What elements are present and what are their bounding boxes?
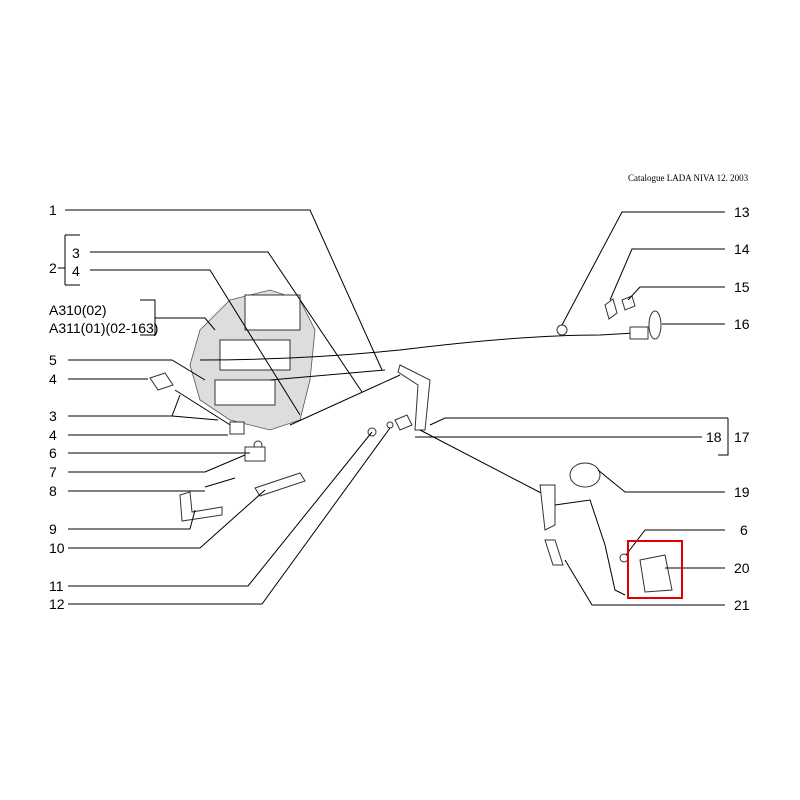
cable-end-16 (629, 310, 662, 340)
sleeve (229, 421, 245, 435)
label-2[interactable]: 2 (49, 260, 57, 276)
bolt-4 (149, 372, 174, 391)
label-10[interactable]: 10 (49, 540, 65, 556)
clip-14 (604, 298, 618, 320)
label-19[interactable]: 19 (734, 484, 750, 500)
label-4[interactable]: 4 (49, 427, 57, 443)
label-9[interactable]: 9 (49, 521, 57, 537)
label-3[interactable]: 3 (72, 245, 80, 261)
label-a310[interactable]: A310(02) (49, 302, 107, 318)
label-14[interactable]: 14 (734, 241, 750, 257)
lever-10 (254, 472, 306, 497)
label-20[interactable]: 20 (734, 560, 750, 576)
clip-18 (394, 414, 413, 431)
label-1[interactable]: 1 (49, 202, 57, 218)
spring-8 (204, 477, 236, 488)
throttle-cable (199, 332, 636, 426)
pedal-assembly (397, 364, 626, 596)
label-17[interactable]: 17 (734, 429, 750, 445)
label-18[interactable]: 18 (706, 429, 722, 445)
carburetor (189, 289, 316, 431)
label-11[interactable]: 11 (49, 578, 64, 594)
washer-12 (386, 421, 394, 429)
label-6[interactable]: 6 (49, 445, 57, 461)
highlight-box-20 (627, 540, 683, 599)
label-6[interactable]: 6 (740, 522, 748, 538)
label-12[interactable]: 12 (49, 596, 65, 612)
lever-7 (244, 446, 266, 462)
label-a311[interactable]: A311(01)(02-163) (49, 320, 158, 336)
label-13[interactable]: 13 (734, 204, 750, 220)
label-4[interactable]: 4 (49, 371, 57, 387)
label-3[interactable]: 3 (49, 408, 57, 424)
label-5[interactable]: 5 (49, 352, 57, 368)
leader-lines (58, 209, 729, 606)
nut-13 (556, 324, 568, 336)
catalogue-title: Catalogue LADA NIVA 12. 2003 (628, 173, 749, 183)
bracket-9 (179, 491, 223, 522)
nut-6 (619, 553, 629, 563)
label-8[interactable]: 8 (49, 483, 57, 499)
label-4[interactable]: 4 (72, 263, 80, 279)
clip-15 (621, 295, 636, 311)
label-7[interactable]: 7 (49, 464, 57, 480)
label-15[interactable]: 15 (734, 279, 750, 295)
label-21[interactable]: 21 (734, 597, 750, 613)
label-16[interactable]: 16 (734, 316, 750, 332)
pedal-pad-20 (639, 554, 673, 593)
